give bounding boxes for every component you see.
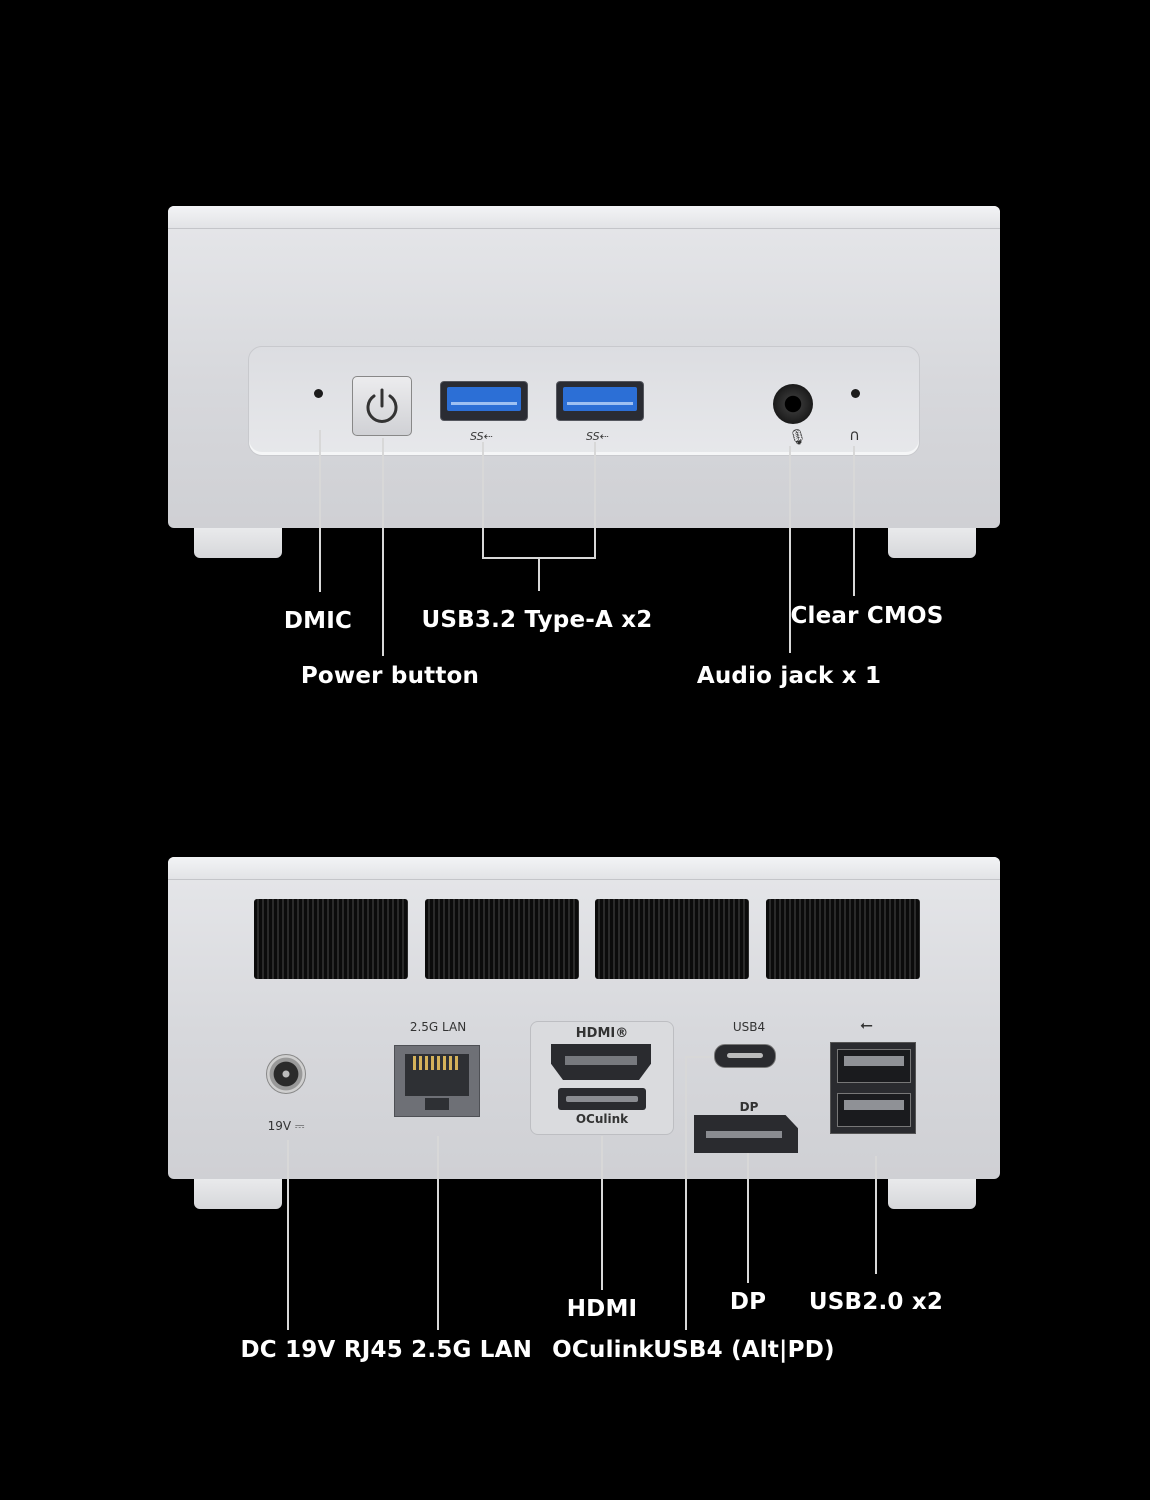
usb3-port-2 — [556, 381, 644, 421]
headphone-icon: ∩ — [849, 426, 860, 444]
usb-icon: ⭠ — [860, 1015, 873, 1034]
leader-dp — [747, 1153, 749, 1283]
front-foot-left — [194, 528, 282, 558]
usb3-ss-mark-2: SS⇠ — [586, 430, 609, 443]
leader-usb4-h — [685, 1056, 713, 1058]
rear-top-lip — [168, 857, 1000, 880]
leader-usb2 — [875, 1156, 877, 1274]
vent-3 — [595, 899, 749, 979]
vent-4 — [766, 899, 920, 979]
dp-port-text: DP — [739, 1100, 759, 1114]
lan-port-text: 2.5G LAN — [409, 1020, 467, 1034]
usb3-ss-mark-1: SS⇠ — [470, 430, 493, 443]
leader-hdmi — [601, 1136, 603, 1290]
label-audio-jack: Audio jack x 1 — [696, 663, 882, 689]
front-device: SS⇠ SS⇠ 🎙 ∩ — [168, 206, 1000, 528]
power-icon — [366, 388, 398, 423]
hdmi-logo-text: HDMI® — [575, 1026, 629, 1041]
front-top-lip — [168, 206, 1000, 229]
leader-power — [382, 438, 384, 656]
leader-usb-left — [482, 442, 484, 558]
label-rj45: RJ45 2.5G LAN — [343, 1337, 533, 1363]
usb4-port-text: USB4 — [732, 1020, 766, 1034]
usb4-port — [714, 1044, 776, 1068]
label-dmic: DMIC — [283, 608, 353, 634]
leader-usb4-v — [685, 1056, 687, 1330]
leader-usb-right — [594, 442, 596, 558]
label-oculink: OCulink — [552, 1337, 654, 1363]
leader-dc — [287, 1140, 289, 1330]
microphone-icon: 🎙 — [788, 428, 808, 446]
leader-cmos — [853, 446, 855, 596]
label-dp: DP — [729, 1289, 767, 1315]
label-power-button: Power button — [300, 663, 480, 689]
front-foot-right — [888, 528, 976, 558]
dc-port-text: 19V ⎓ — [267, 1119, 305, 1133]
leader-rj45 — [437, 1136, 439, 1330]
power-button[interactable] — [352, 376, 412, 436]
label-usb2: USB2.0 x2 — [808, 1289, 944, 1315]
rj45-port — [394, 1045, 480, 1117]
rear-foot-left — [194, 1179, 282, 1209]
vent-1 — [254, 899, 408, 979]
label-usb32: USB3.2 Type-A x2 — [421, 607, 653, 633]
label-usb4: USB4 (Alt|PD) — [653, 1337, 835, 1363]
dmic-hole — [314, 389, 323, 398]
rear-foot-right — [888, 1179, 976, 1209]
label-dc: DC 19V — [240, 1337, 336, 1363]
leader-dmic — [319, 430, 321, 592]
leader-audio — [789, 446, 791, 653]
dc-jack — [266, 1054, 306, 1094]
rear-device: 19V ⎓ 2.5G LAN HDMI® OCulink USB4 DP ⭠ — [168, 857, 1000, 1179]
oculink-port — [558, 1088, 646, 1110]
label-hdmi: HDMI — [566, 1296, 638, 1322]
audio-jack — [773, 384, 813, 424]
vent-2 — [425, 899, 579, 979]
usb2-stack — [830, 1042, 916, 1134]
label-clear-cmos: Clear CMOS — [790, 603, 944, 629]
hdmi-port — [551, 1044, 651, 1080]
oculink-port-text: OCulink — [575, 1112, 629, 1126]
dp-port — [694, 1115, 798, 1153]
hdmi-oculink-box: HDMI® OCulink — [530, 1021, 674, 1135]
clear-cmos-hole — [851, 389, 860, 398]
leader-usb-stem — [538, 557, 540, 591]
usb3-port-1 — [440, 381, 528, 421]
